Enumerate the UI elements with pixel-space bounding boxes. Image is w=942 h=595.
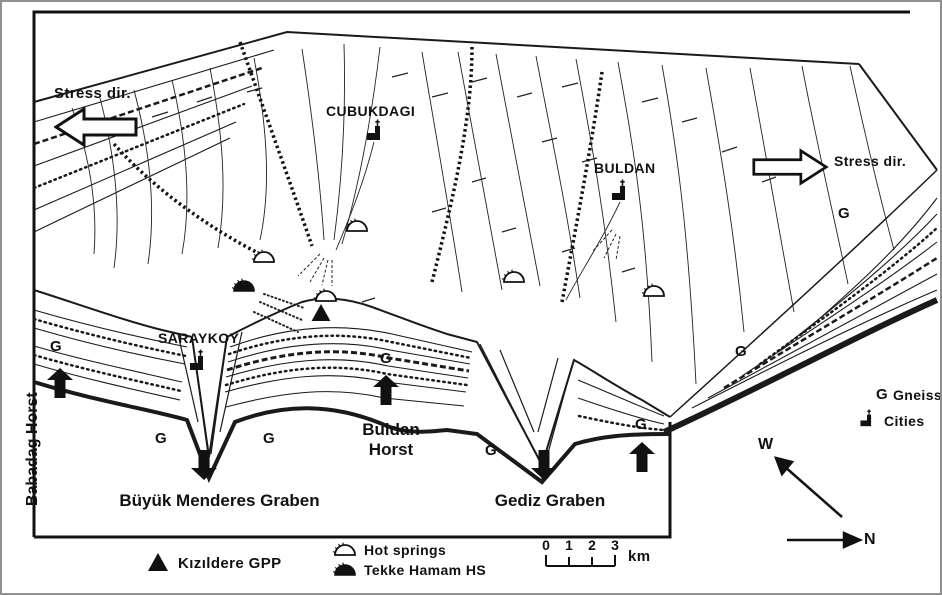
scale-tick-label: 1 — [565, 537, 573, 553]
buyuk-menderes-graben-label: Büyük Menderes Graben — [119, 491, 320, 510]
legend-gneiss-symbol: G — [876, 386, 888, 403]
gneiss-mark-label: G — [485, 442, 497, 459]
gneiss-mark-label: G — [155, 430, 167, 447]
compass-west-arrow-icon — [783, 465, 843, 518]
scale-bar — [545, 555, 616, 567]
scale-tick-label: 3 — [611, 537, 619, 553]
gneiss-mark-label: G — [838, 205, 850, 222]
kizildere-gpp-icon — [311, 304, 331, 321]
subsidence-arrow-icon — [531, 450, 557, 480]
stress-dir-right-label: Stress dir. — [834, 153, 907, 169]
uplift-arrow-icon — [47, 368, 73, 398]
tekke-hamam-icon — [332, 561, 358, 577]
kizildere-gpp-icon — [148, 553, 168, 571]
city-label-cubukdagi: CUBUKDAGI — [326, 103, 416, 119]
city-label-saraykoy: SARAYKOY — [158, 330, 240, 346]
buldan-horst-label: Buldan Horst — [362, 420, 420, 459]
stress-arrow-left-icon — [54, 106, 138, 148]
compass-west-label: W — [758, 436, 774, 453]
gneiss-mark-label: G — [735, 343, 747, 360]
city-icon — [609, 178, 631, 202]
gediz-graben-label: Gediz Graben — [494, 491, 606, 510]
scale-unit-label: km — [628, 548, 651, 565]
hot-spring-icon — [332, 541, 358, 557]
compass-north-label: N — [864, 531, 876, 548]
legend-hot-springs-label: Hot springs — [364, 542, 447, 558]
babadag-horst-label: Babadag Horst — [23, 392, 41, 507]
scale-tick-label: 2 — [588, 537, 596, 553]
stress-dir-left-label: Stress dir. — [54, 85, 131, 102]
legend-kizildere-label: Kızıldere GPP — [178, 555, 282, 572]
tekke-hamam-icon — [231, 277, 257, 293]
hot-spring-icon — [313, 287, 339, 303]
uplift-arrow-icon — [629, 442, 655, 472]
hot-spring-icon — [344, 217, 370, 233]
compass-icon — [773, 456, 864, 549]
city-label-buldan: BULDAN — [594, 160, 656, 176]
hot-spring-icon — [501, 268, 527, 284]
stress-arrow-right-icon — [750, 148, 830, 186]
hot-spring-icon — [641, 282, 667, 298]
subsidence-arrow-icon — [191, 450, 217, 480]
uplift-arrow-icon — [373, 375, 399, 405]
scale-tick-label: 0 — [542, 537, 550, 553]
legend-tekke-hamam-label: Tekke Hamam HS — [364, 562, 487, 578]
gneiss-mark-label: G — [263, 430, 275, 447]
city-icon — [364, 118, 386, 142]
gneiss-mark-label: G — [380, 350, 392, 367]
city-icon — [187, 348, 209, 372]
gneiss-mark-label: G — [635, 416, 647, 433]
hot-spring-icon — [251, 248, 277, 264]
gneiss-mark-label: G — [50, 338, 62, 355]
legend-cities-label: Cities — [884, 413, 925, 429]
legend-gneiss-label: Gneiss — [893, 387, 942, 403]
